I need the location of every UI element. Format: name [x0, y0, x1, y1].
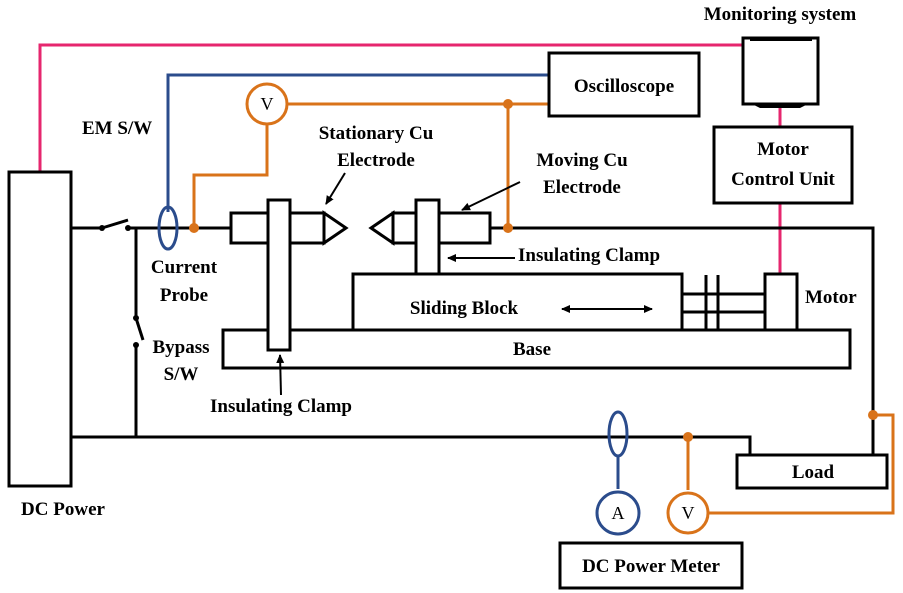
dc-power-box	[7, 170, 73, 488]
current-probe-label-2: Probe	[160, 285, 208, 306]
dc-power-to-monitor-wire	[38, 43, 743, 172]
current-probe-label-1: Current	[151, 257, 218, 278]
stationary-electrode-tip	[322, 210, 349, 246]
ammeter	[595, 490, 641, 536]
moving-electrode-label-1: Moving Cu	[536, 150, 628, 171]
voltmeter-to-stationary-electrode-wire	[192, 124, 269, 228]
monitoring-system-label: Monitoring system	[704, 4, 857, 25]
insulating-clamp-bottom-label: Insulating Clamp	[210, 396, 352, 417]
motor-control-unit-box	[712, 125, 854, 205]
moving-insulating-clamp	[414, 198, 441, 276]
em-switch-blade	[101, 218, 129, 230]
top-voltmeter-label: V	[261, 94, 274, 114]
motor-control-unit-label-2: Control Unit	[731, 169, 835, 190]
oscilloscope-label: Oscilloscope	[574, 76, 674, 97]
motor-label: Motor	[805, 287, 857, 308]
bottom-power-lead	[71, 435, 752, 455]
moving-electrode-return-wire	[490, 226, 875, 455]
motor-box	[763, 272, 799, 332]
top-voltmeter	[245, 82, 289, 126]
base-box	[221, 328, 852, 370]
load-box	[735, 453, 889, 490]
oscilloscope-box	[547, 51, 701, 118]
dc-power-meter-label: DC Power Meter	[582, 556, 720, 577]
bypass-switch-blade	[134, 317, 145, 341]
stationary-insulating-clamp	[266, 198, 292, 352]
load-label: Load	[792, 462, 835, 483]
moving-electrode-pointer-arrow	[461, 181, 521, 211]
ammeter-label: A	[612, 503, 625, 523]
em-switch-label: EM S/W	[82, 118, 152, 139]
base-label: Base	[513, 339, 551, 360]
probe-wires	[166, 73, 620, 489]
meter-current-probe-icon	[607, 410, 629, 458]
current-probe-to-oscilloscope-wire	[166, 73, 549, 212]
stationary-electrode-label-1: Stationary Cu	[319, 123, 434, 144]
moving-electrode-tip	[368, 210, 395, 246]
bottom-voltmeter-right-wire	[708, 413, 895, 515]
monitor-stand	[752, 104, 808, 108]
bypass-switch-label-1: Bypass	[152, 337, 209, 358]
sliding-block-label: Sliding Block	[410, 298, 519, 319]
motor-control-unit-label-1: Motor	[757, 139, 809, 160]
monitor-screen	[741, 36, 820, 106]
bypass-switch-label-2: S/W	[164, 364, 199, 385]
power-circuit-wires	[71, 218, 875, 455]
current-probe-icon	[157, 205, 179, 251]
dc-power-meter-box	[558, 541, 744, 590]
moving-electrode-label-2: Electrode	[543, 177, 621, 198]
bottom-voltmeter	[666, 491, 710, 535]
insulating-clamp-bottom-pointer-arrow	[276, 354, 285, 396]
moving-electrode-body	[391, 211, 492, 245]
junction-dots	[99, 99, 878, 442]
stationary-electrode-label-2: Electrode	[337, 150, 415, 171]
stationary-electrode-pointer-arrow	[325, 172, 346, 205]
bottom-voltmeter-label: V	[682, 503, 695, 523]
insulating-clamp-top-label: Insulating Clamp	[518, 245, 660, 266]
dc-power-label: DC Power	[21, 499, 105, 520]
